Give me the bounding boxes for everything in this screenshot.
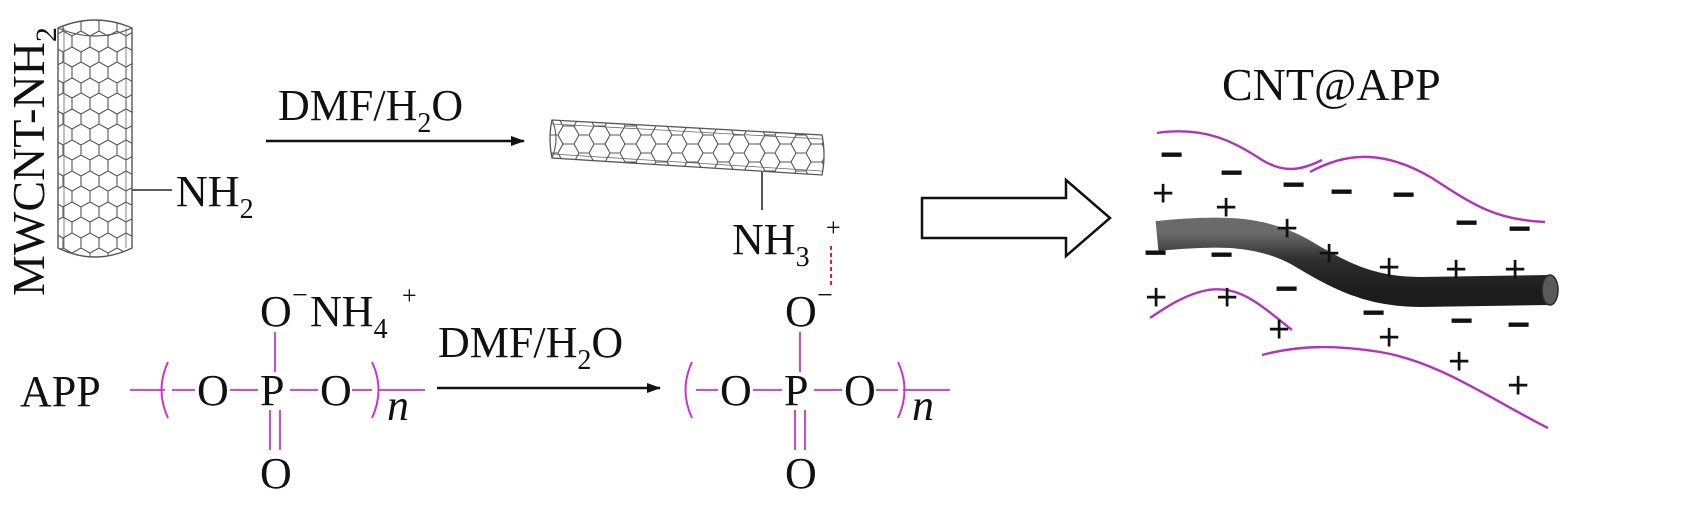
app-left-bracket: [160, 361, 169, 419]
app-repeat-n: n: [387, 381, 409, 430]
plus-sign: +: [1145, 277, 1167, 319]
product-repeat-n: n: [912, 381, 934, 430]
nh2-group: NH2: [176, 167, 254, 225]
step2-reagent: DMF/H2O: [438, 318, 623, 376]
plus-sign: +: [1507, 365, 1529, 407]
app-o-right: O: [320, 366, 352, 415]
product-o-bottom: O: [785, 449, 817, 498]
plus-sign: +: [1378, 317, 1400, 359]
minus-sign: −: [1144, 231, 1167, 275]
minus-sign: −: [1508, 207, 1531, 251]
lower-boundary-left: [1149, 288, 1293, 331]
plus-sign: +: [1378, 247, 1400, 289]
horizontal-nanotube: [549, 119, 825, 176]
plus-sign: +: [1152, 173, 1174, 215]
minus-sign: −: [1220, 151, 1243, 195]
minus-sign: −: [1362, 291, 1385, 335]
plus-sign: +: [1276, 208, 1298, 250]
lower-boundary-right: [1261, 345, 1549, 430]
transform-arrow: [920, 177, 1112, 259]
app-o-top: O: [260, 287, 292, 336]
app-nh4: NH4: [310, 287, 388, 345]
plus-sign: +: [1215, 187, 1237, 229]
minus-sign: −: [1160, 133, 1183, 177]
mwcnt-nh2-label: MWCNT-NH2: [3, 27, 63, 296]
minus-sign: −: [1210, 233, 1233, 277]
app-o-bottom: O: [260, 449, 292, 498]
vertical-nanotube: [57, 19, 133, 258]
plus-sign: +: [1504, 249, 1526, 291]
product-o-right: O: [844, 366, 876, 415]
cnt-app-illustration: + + + + + + + + + + + + + − − − − − − − …: [1144, 130, 1559, 430]
app-right-bracket: [371, 361, 380, 419]
product-title: CNT@APP: [1222, 59, 1441, 110]
plus-sign: +: [1318, 233, 1340, 275]
product-o-minus-charge: −: [817, 280, 833, 311]
app-label: APP: [20, 367, 101, 416]
product-o-left: O: [720, 366, 752, 415]
upper-boundary-left: [1156, 130, 1323, 171]
minus-sign: −: [1455, 201, 1478, 245]
step1-reagent: DMF/H2O: [278, 81, 463, 139]
app-nh4-charge: +: [402, 281, 417, 310]
minus-sign: −: [1275, 267, 1298, 311]
app-p: P: [260, 366, 284, 415]
upper-boundary-right: [1309, 155, 1546, 224]
plus-sign: +: [1445, 249, 1467, 291]
nh3-charge: +: [826, 213, 841, 242]
plus-sign: +: [1448, 341, 1470, 383]
app-o-top-charge: −: [292, 280, 308, 311]
plus-sign: +: [1216, 277, 1238, 319]
minus-sign: −: [1450, 299, 1473, 343]
app-o-left: O: [197, 366, 229, 415]
minus-sign: −: [1507, 303, 1530, 347]
product-left-bracket: [684, 361, 693, 419]
product-o-minus: O: [785, 287, 817, 336]
minus-sign: −: [1392, 173, 1415, 217]
minus-sign: −: [1282, 163, 1305, 207]
minus-sign: −: [1330, 170, 1353, 214]
plus-sign: +: [1268, 309, 1290, 351]
cnt-tube-end: [1541, 274, 1559, 306]
product-p: P: [784, 366, 808, 415]
cnt-tube: [1155, 217, 1549, 308]
nh3-group: NH3: [732, 215, 810, 273]
